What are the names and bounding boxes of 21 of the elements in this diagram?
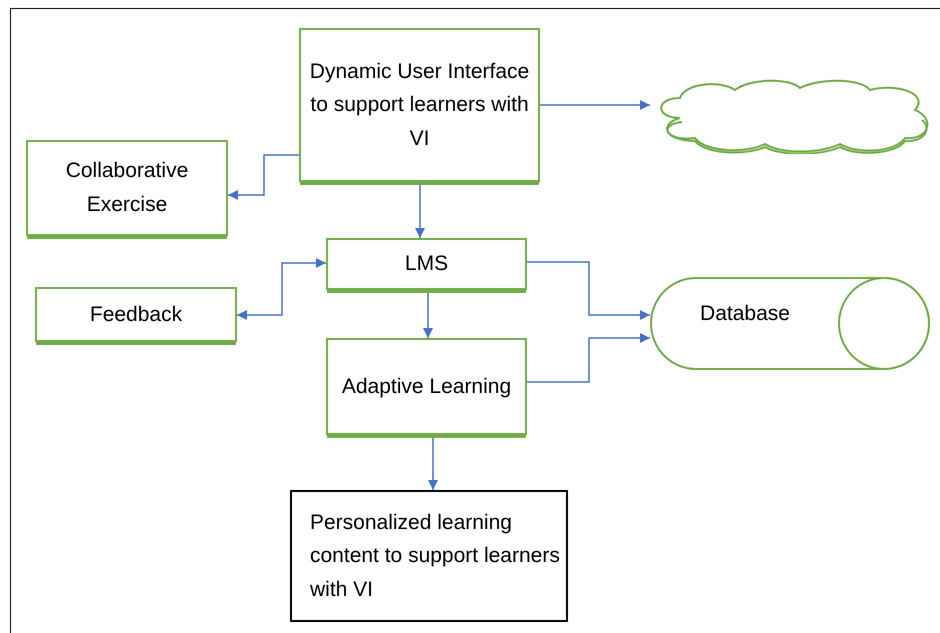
arrow (527, 261, 650, 320)
process-box (35, 287, 237, 342)
box-label: Feedback (90, 302, 182, 328)
box-label: Collaborative Exercise (64, 158, 190, 218)
arrow (228, 154, 299, 200)
box-label: Database (700, 300, 790, 327)
arrow (415, 182, 425, 238)
process-box (299, 28, 540, 182)
arrow (237, 258, 326, 320)
process-box (26, 140, 228, 236)
arrow (423, 290, 433, 338)
box-label: Personalized learning content to support learners with VI (310, 510, 561, 603)
box-label: Dynamic User Interface to support learners with VI (308, 58, 530, 152)
process-box (290, 490, 568, 622)
arrow (428, 435, 438, 490)
arrow (540, 100, 650, 110)
process-box (326, 338, 527, 435)
arrow (527, 333, 650, 383)
box-label: Adaptive Learning (342, 374, 512, 400)
box-label: LMS (404, 251, 448, 278)
process-box (326, 238, 527, 290)
